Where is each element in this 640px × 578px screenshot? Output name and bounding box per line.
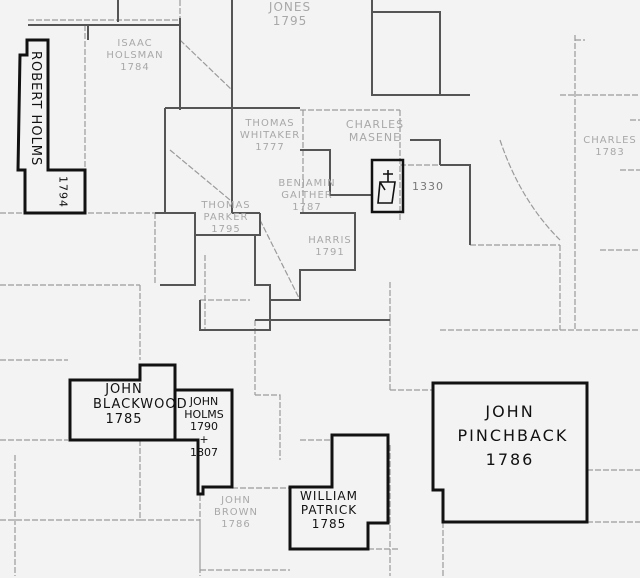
parcel-year: 1784 (120, 62, 150, 73)
parcel-name: THOMAS WHITAKER (239, 118, 301, 141)
parcel-year-robert-holms: 1794 (56, 176, 70, 208)
parcel-william-patrick (288, 433, 390, 551)
parcel-name: JOHN BROWN (213, 495, 259, 518)
medium-parcel-lines (28, 0, 471, 331)
survey-mark-label: 1330 (412, 180, 444, 193)
highlighted-parcels (16, 38, 589, 551)
parcel-year: 1790 + 1807 (190, 420, 218, 459)
parcel-name: CHARLES MASENE (345, 118, 405, 145)
parcel-year: 1783 (595, 147, 625, 158)
parcel-label-john-holms: JOHN HOLMS 1790 + 1807 (176, 395, 232, 459)
parcel-john-holms (173, 388, 234, 496)
parcel-name: JONES (268, 0, 312, 14)
parcel-year: 1795 (211, 224, 241, 235)
parcel-name: ISAAC HOLSMAN (106, 38, 164, 61)
parcel-john-blackwood (68, 363, 177, 442)
parcel-year: 1787 (292, 202, 322, 213)
faint-label-charles-masene: CHARLES MASENE (335, 118, 415, 144)
parcel-year: 1777 (255, 142, 285, 153)
parcel-name: JOHN PINCHBACK (457, 402, 569, 445)
parcel-year: 1785 (311, 516, 347, 531)
parcel-year: 1791 (315, 247, 345, 258)
parcel-label-robert-holms: ROBERT HOLMS (27, 51, 43, 167)
parcel-name: WILLIAM PATRICK (300, 489, 358, 517)
parcel-year: 1786 (485, 450, 535, 469)
parcel-name: CHARLES (583, 135, 637, 146)
parcel-john-pinchback (431, 381, 589, 524)
parcel-name: JOHN HOLMS (184, 395, 224, 421)
parcel-year: 1795 (272, 14, 308, 29)
parcel-name: BENJAMIN GAITHER (278, 178, 336, 201)
parcel-year: 1786 (221, 519, 251, 530)
parcel-label-john-pinchback: JOHN PINCHBACK 1786 (445, 400, 575, 472)
parcel-name: HARRIS (308, 235, 352, 246)
parcel-year: 1785 (105, 411, 143, 427)
parcel-name: JOHN BLACKWOOD (93, 382, 188, 412)
church-icon (370, 158, 405, 214)
parcel-name: THOMAS PARKER (201, 200, 251, 223)
parcel-robert-holms (16, 38, 87, 215)
parcel-label-william-patrick: WILLIAM PATRICK 1785 (290, 489, 368, 531)
parcel-label-john-blackwood: JOHN BLACKWOOD 1785 (74, 382, 188, 428)
